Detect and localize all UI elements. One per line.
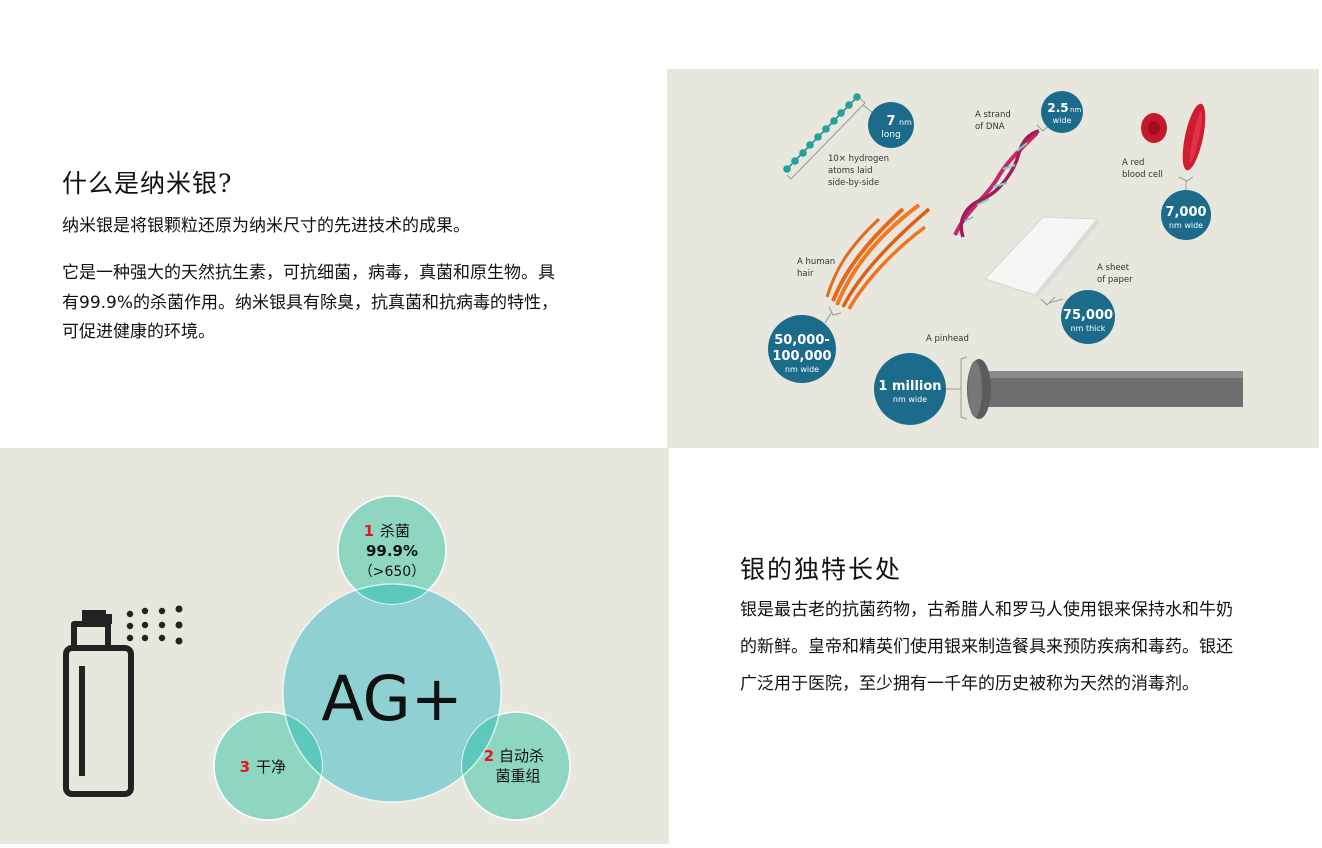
hydrogen-label-3: side-by-side (828, 178, 879, 188)
hydrogen-size-unit: nm (899, 118, 912, 127)
dna-size-unit: nm (1070, 106, 1081, 114)
pinhead-illustration (945, 356, 1243, 420)
blood-label-1: A red (1122, 158, 1144, 168)
paper-label-1: A sheet (1097, 263, 1130, 273)
hydrogen-size-value: 7 (886, 114, 895, 129)
hydrogen-label-1: 10× hydrogen (828, 154, 889, 164)
hair-size-value-1: 50,000- (774, 333, 830, 348)
dna-label-2: of DNA (975, 122, 1005, 132)
pinhead-label: A pinhead (926, 334, 969, 344)
dna-label-1: A strand (975, 110, 1011, 120)
blood-size-value: 7,000 (1165, 205, 1206, 220)
blood-scale-badge: 7,000 nm wide (1161, 190, 1211, 240)
nanoscale-infographic: 7 nm long 10× hydrogen atoms laid side-b… (667, 69, 1319, 448)
hair-label-1: A human (797, 257, 835, 267)
blood-label-2: blood cell (1122, 170, 1163, 180)
sterilize-number: 1 (364, 522, 374, 540)
paper-size-sub: nm thick (1071, 324, 1106, 333)
dna-size-sub: wide (1053, 116, 1072, 125)
ag-plus-label: AG+ (321, 662, 462, 735)
nanoscale-illustration: 7 nm long 10× hydrogen atoms laid side-b… (768, 91, 1243, 425)
silver-strengths-section: 银的独特长处 银是最古老的抗菌药物，古希腊人和罗马人使用银来保持水和牛奶的新鲜。… (669, 448, 1322, 844)
red-blood-cell-illustration (1141, 103, 1206, 193)
spray-mist-icon (126, 605, 183, 645)
spray-bottle-icon (63, 610, 134, 797)
pinhead-size-value: 1 million (878, 379, 941, 394)
silver-title: 银的独特长处 (740, 555, 903, 584)
recombine-label-1: 自动杀 (499, 747, 544, 765)
dna-illustration (953, 129, 1040, 238)
hair-size-value-2: 100,000 (772, 349, 831, 364)
ag-diagram: AG+ 1 杀菌 99.9% （>650） 2 自动杀 菌重组 3 干净 (63, 495, 571, 821)
hair-label-2: hair (797, 269, 814, 279)
silver-ion-diagram-section: AG+ 1 杀菌 99.9% （>650） 2 自动杀 菌重组 3 干净 (0, 448, 669, 844)
hair-size-sub: nm wide (785, 365, 819, 374)
sterilize-rate: 99.9% (366, 542, 418, 560)
pinhead-scale-badge: 1 million nm wide (874, 353, 946, 425)
paper-label-2: of paper (1097, 275, 1133, 285)
intro-title: 什么是纳米银? (62, 169, 233, 198)
intro-paragraph-2: 它是一种强大的天然抗生素，可抗细菌，病毒，真菌和原生物。具有99.9%的杀菌作用… (62, 263, 559, 342)
clean-label: 干净 (256, 758, 286, 776)
intro-paragraph-1: 纳米银是将银颗粒还原为纳米尺寸的先进技术的成果。 (62, 216, 470, 236)
recombine-number: 2 (484, 747, 494, 765)
silver-paragraph: 银是最古老的抗菌药物，古希腊人和罗马人使用银来保持水和牛奶的新鲜。皇帝和精英们使… (740, 600, 1233, 694)
sterilize-count: （>650） (359, 564, 425, 580)
hydrogen-scale-badge: 7 nm long (862, 102, 914, 148)
paper-scale-badge: 75,000 nm thick (1061, 290, 1115, 344)
hydrogen-size-sub: long (881, 130, 900, 140)
paper-sheet-illustration (984, 216, 1099, 306)
hydrogen-label-2: atoms laid (828, 166, 872, 176)
ag-center-circle (283, 584, 501, 802)
pinhead-size-sub: nm wide (893, 395, 927, 404)
recombine-label-2: 菌重组 (495, 767, 540, 785)
human-hair-illustration (824, 203, 931, 324)
sterilize-label: 杀菌 (380, 522, 410, 540)
hair-scale-badge: 50,000- 100,000 nm wide (768, 315, 836, 383)
blood-size-sub: nm wide (1169, 221, 1203, 230)
dna-scale-badge: 2.5 nm wide (1041, 91, 1083, 133)
clean-number: 3 (240, 758, 250, 776)
dna-size-value: 2.5 (1047, 101, 1068, 115)
paper-size-value: 75,000 (1063, 308, 1113, 323)
intro-section: 什么是纳米银? 纳米银是将银颗粒还原为纳米尺寸的先进技术的成果。 它是一种强大的… (0, 0, 667, 448)
hydrogen-atoms-illustration (783, 93, 866, 180)
